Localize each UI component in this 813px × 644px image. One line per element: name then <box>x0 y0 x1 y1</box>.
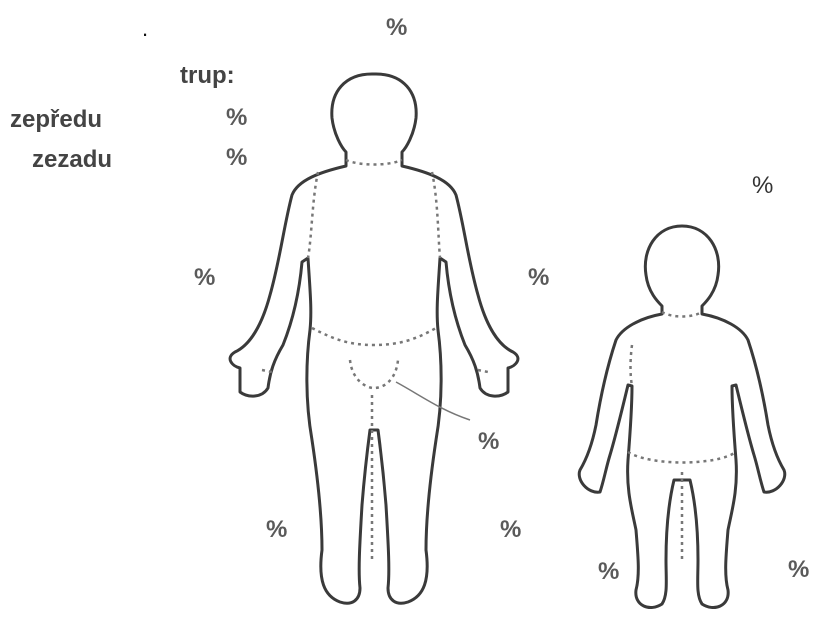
child-leg-right-percent: % <box>598 558 619 586</box>
adult-leg-right-percent: % <box>266 516 287 544</box>
child-leg-left-percent: % <box>788 556 809 584</box>
trunk-title: trup: <box>180 62 235 90</box>
trunk-back-label: zezadu <box>32 146 112 174</box>
trunk-back-value: % <box>226 144 247 172</box>
adult-groin-percent: % <box>478 428 499 456</box>
adult-arm-left-percent: % <box>528 264 549 292</box>
child-figure <box>579 226 785 608</box>
adult-leg-left-percent: % <box>500 516 521 544</box>
trunk-front-label: zepředu <box>10 106 102 134</box>
adult-arm-right-percent: % <box>194 264 215 292</box>
corner-dot: . <box>142 16 148 42</box>
groin-pointer-line <box>396 382 470 420</box>
adult-head-percent: % <box>386 14 407 42</box>
child-head-percent: % <box>752 172 773 200</box>
trunk-front-value: % <box>226 104 247 132</box>
